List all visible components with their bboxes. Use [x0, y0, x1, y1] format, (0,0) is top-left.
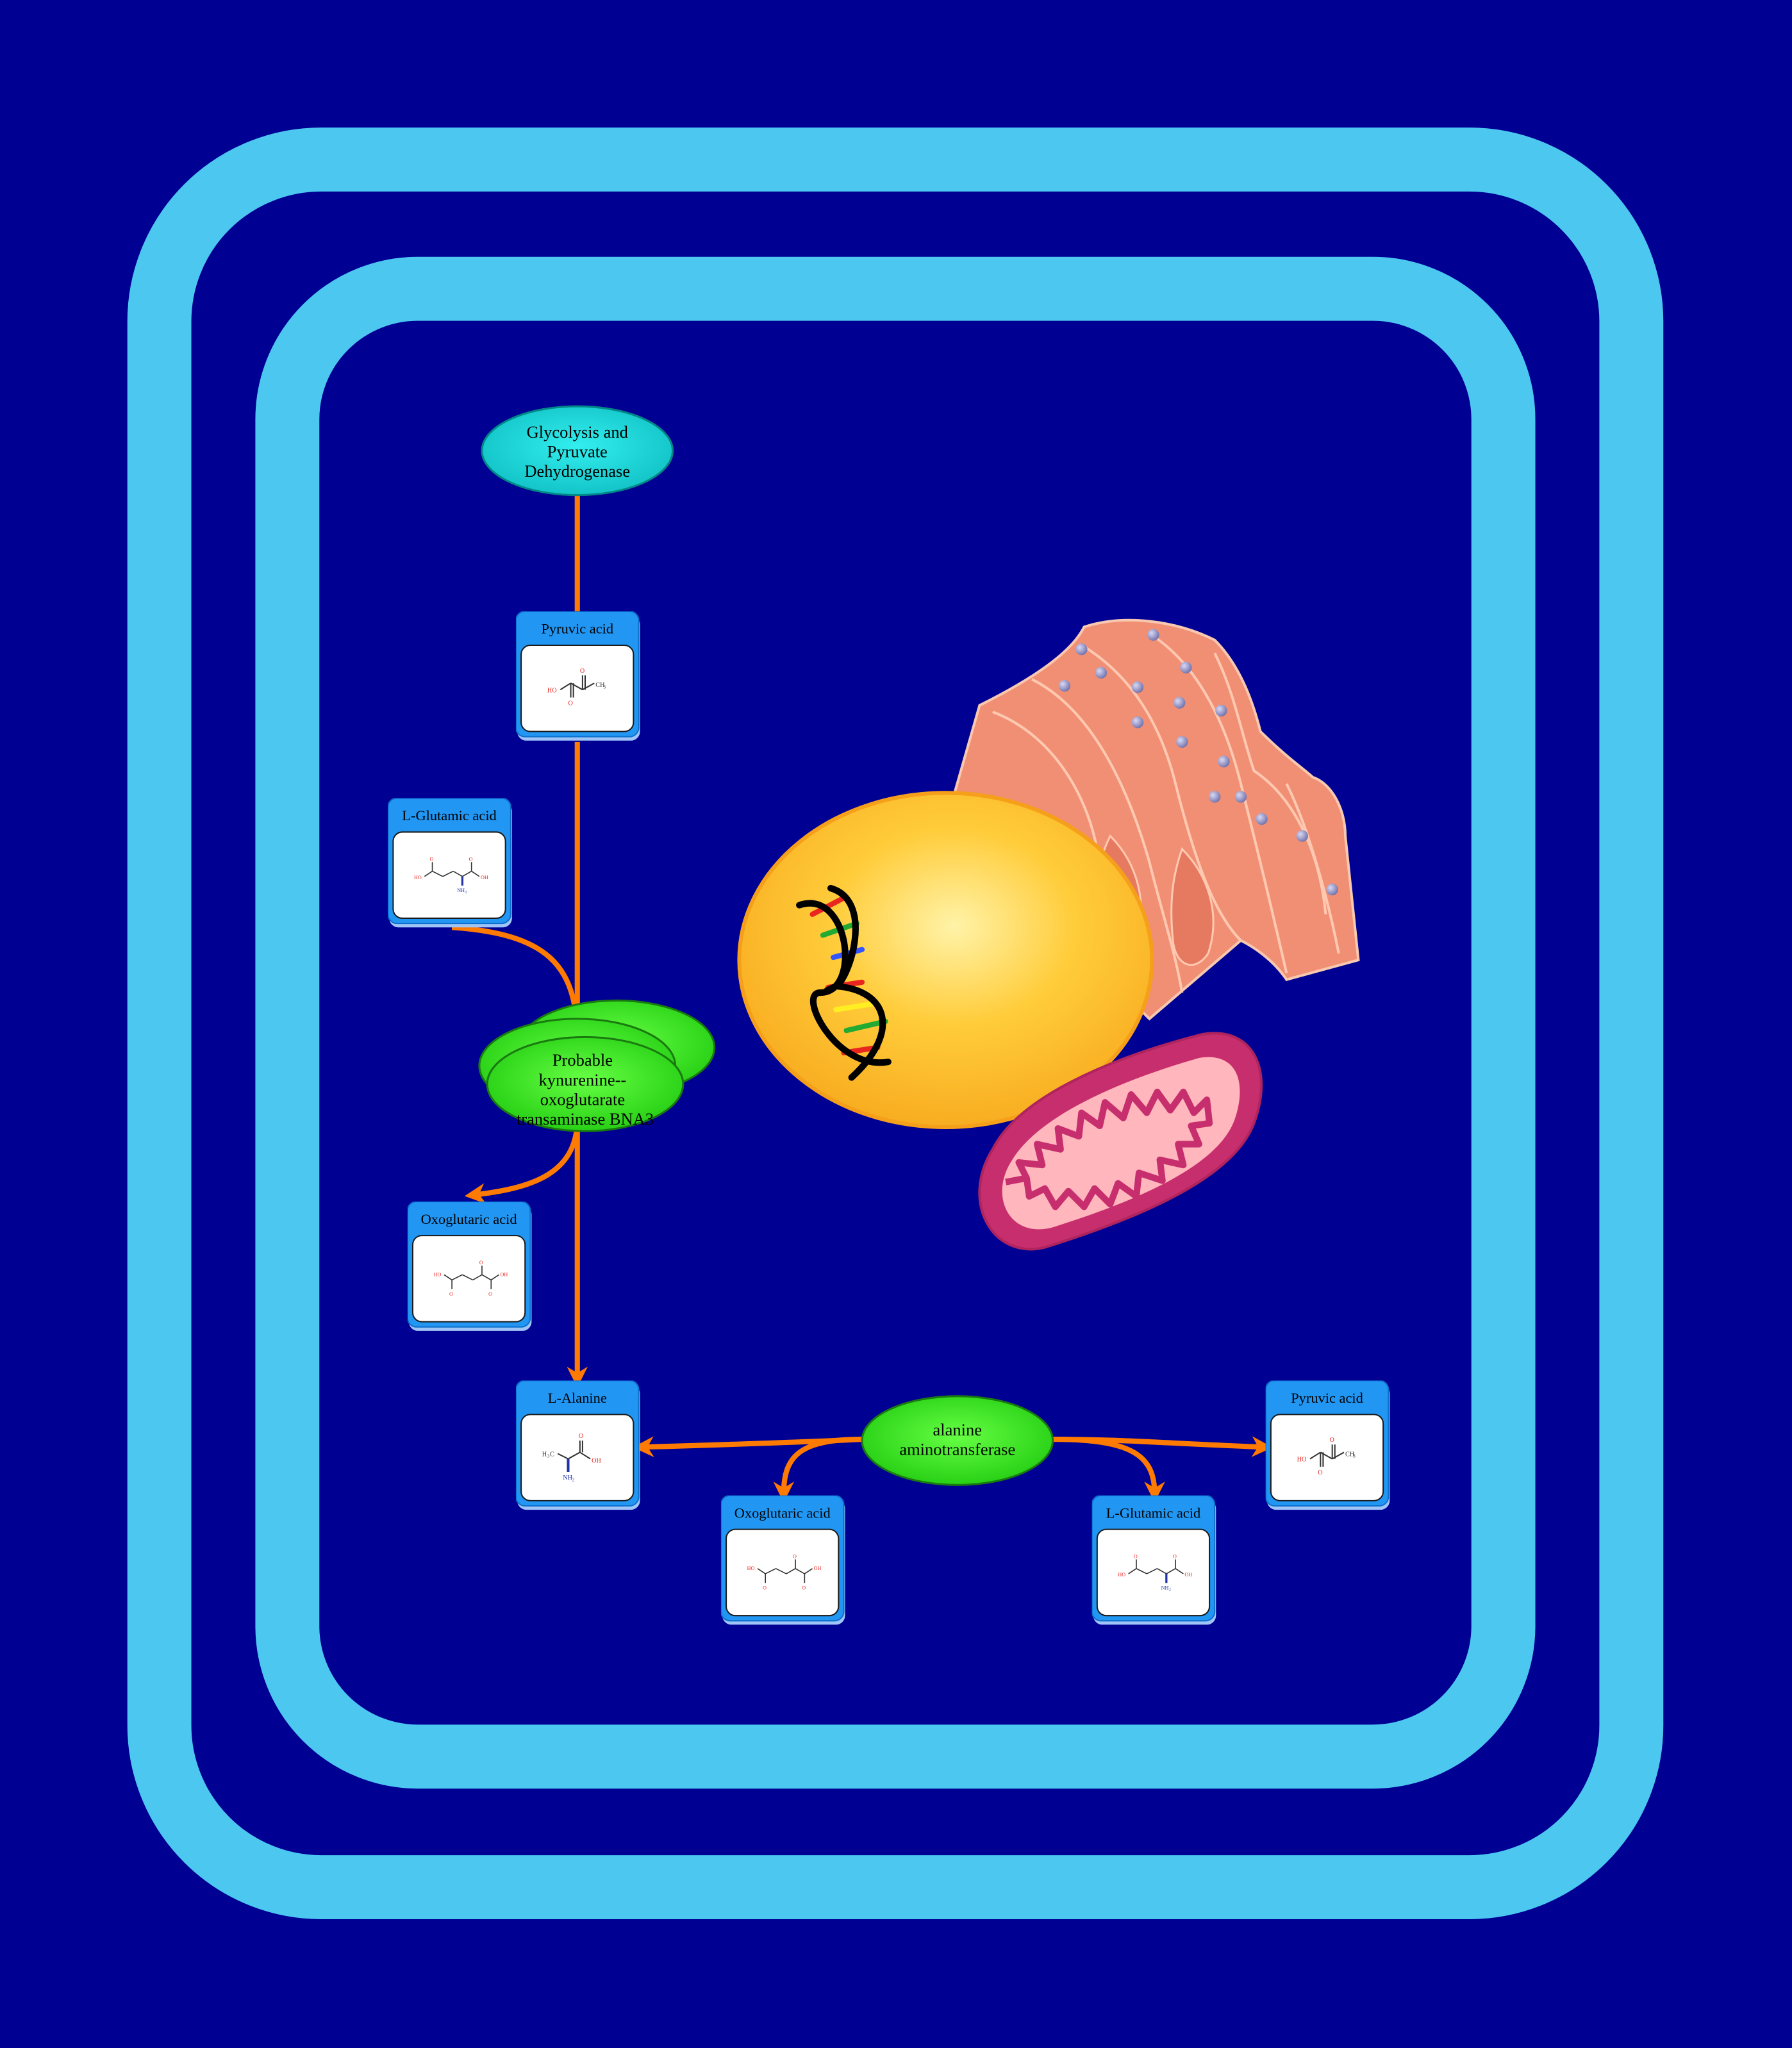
- compound-card-oxoglutaric-acid[interactable]: Oxoglutaric acid: [407, 1202, 533, 1332]
- compound-name: Pyruvic acid: [1291, 1390, 1363, 1406]
- enzyme-name-line: alanine: [933, 1420, 982, 1439]
- pathway-name-line: Dehydrogenase: [524, 461, 630, 481]
- enzyme-node-bna3[interactable]: Probable kynurenine-- oxoglutarate trans…: [478, 999, 716, 1132]
- compound-name: L-Glutamic acid: [1106, 1505, 1200, 1521]
- compound-name: Oxoglutaric acid: [421, 1211, 517, 1227]
- compound-card-l-glutamic-acid[interactable]: L-Glutamic acid: [1091, 1495, 1217, 1626]
- compound-card-l-glutamic-acid[interactable]: L-Glutamic acid: [388, 798, 513, 929]
- compound-name: Oxoglutaric acid: [734, 1505, 831, 1521]
- enzyme-name-line: kynurenine--: [539, 1070, 627, 1089]
- mitochondrion-icon: [978, 1032, 1263, 1251]
- enzyme-node-alanine-aminotransferase[interactable]: alanine aminotransferase: [861, 1395, 1054, 1486]
- outer-membrane: [127, 127, 1664, 1919]
- enzyme-name-line: transaminase BNA3: [517, 1109, 654, 1128]
- enzyme-name-line: Probable: [552, 1050, 613, 1069]
- dna-helix-icon: [796, 884, 892, 1081]
- pathway-name-line: Glycolysis and: [527, 422, 628, 442]
- enzyme-name-line: aminotransferase: [899, 1440, 1015, 1459]
- compound-name: Pyruvic acid: [541, 621, 613, 637]
- compound-card-pyruvic-acid[interactable]: Pyruvic acid: [1265, 1380, 1391, 1511]
- compound-card-pyruvic-acid[interactable]: Pyruvic acid: [515, 611, 641, 741]
- compound-name: L-Alanine: [548, 1390, 607, 1406]
- inner-membrane: [255, 256, 1536, 1789]
- nucleus-icon: [737, 791, 1154, 1130]
- compound-name: L-Glutamic acid: [402, 807, 496, 823]
- compound-card-l-alanine[interactable]: L-Alanine: [515, 1380, 641, 1511]
- compound-card-oxoglutaric-acid[interactable]: Oxoglutaric acid: [720, 1495, 846, 1626]
- pathway-name-line: Pyruvate: [547, 442, 608, 461]
- pathway-node-glycolysis[interactable]: Glycolysis and Pyruvate Dehydrogenase: [481, 405, 674, 497]
- enzyme-name-line: oxoglutarate: [540, 1089, 625, 1109]
